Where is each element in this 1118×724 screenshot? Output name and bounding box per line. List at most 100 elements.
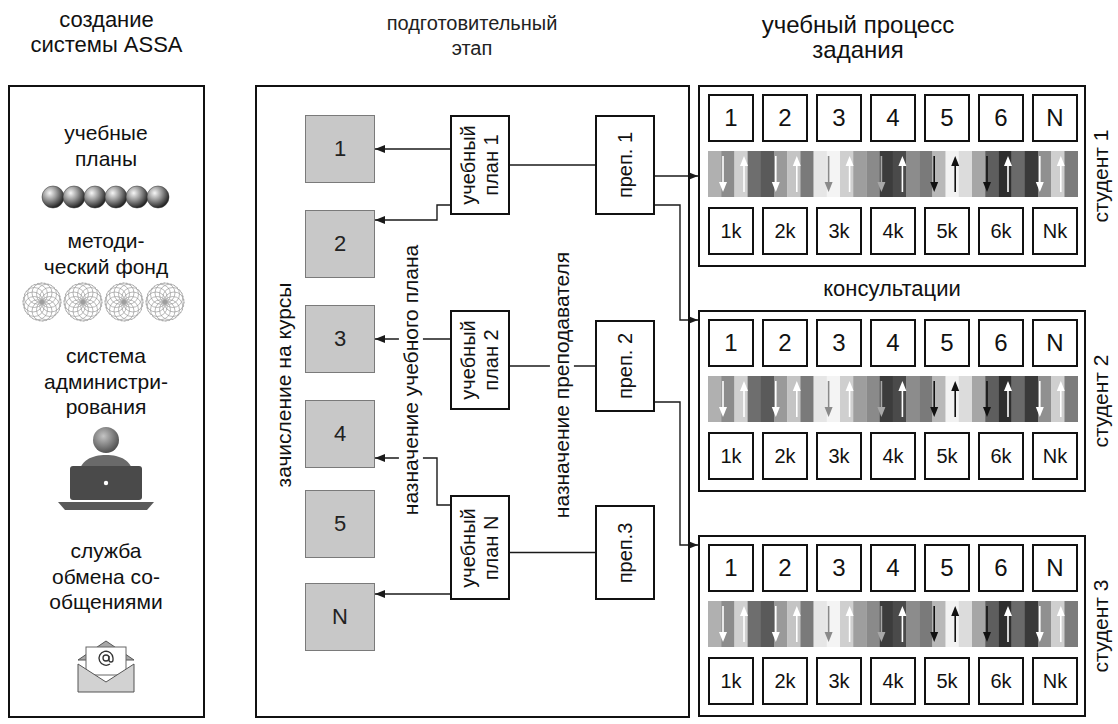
rosette: [23, 283, 61, 321]
sphere: [63, 186, 85, 208]
course-box: 5: [305, 490, 375, 558]
sphere: [84, 186, 106, 208]
task-box: 1k: [708, 207, 754, 255]
student-label: студент 1: [1089, 130, 1113, 223]
task-number: 2k: [774, 670, 795, 692]
plan-box: учебный план N: [450, 495, 510, 600]
task-number: 6k: [990, 445, 1011, 467]
task-box: 6k: [978, 432, 1024, 480]
task-number: 2k: [774, 445, 795, 467]
task-number: Nk: [1043, 445, 1067, 467]
sphere: [126, 186, 148, 208]
task-number: 4k: [882, 670, 903, 692]
task-box: 2: [762, 94, 808, 142]
task-box: 4k: [870, 207, 916, 255]
laptop-screen: [70, 466, 142, 500]
task-box: 6k: [978, 207, 1024, 255]
task-number: 5k: [936, 670, 957, 692]
teacher-box: преп. 1: [595, 115, 655, 215]
task-number: 1: [724, 555, 737, 581]
task-number: 3k: [828, 220, 849, 242]
task-number: 4: [886, 330, 899, 356]
task-number: 1k: [720, 220, 741, 242]
task-box: 3k: [816, 657, 862, 705]
task-box: N: [1032, 319, 1078, 367]
progress-band: [708, 601, 1078, 647]
task-box: N: [1032, 544, 1078, 592]
task-box: 3: [816, 94, 862, 142]
plan-box: учебный план 2: [450, 310, 510, 410]
task-box: 4: [870, 94, 916, 142]
task-box: 2k: [762, 657, 808, 705]
student-panel: студент 1123456N1k2k3k4k5k6kNk: [698, 85, 1086, 267]
task-number: N: [1046, 555, 1063, 581]
task-number: 6k: [990, 670, 1011, 692]
task-box: 3k: [816, 207, 862, 255]
task-number: Nk: [1043, 670, 1067, 692]
task-number: 5: [940, 105, 953, 131]
task-number: 3k: [828, 670, 849, 692]
system-panel: создание системы ASSAучебные планыметоди…: [8, 85, 205, 718]
sphere: [147, 186, 169, 208]
task-number: 6: [994, 555, 1007, 581]
progress-band: [708, 376, 1078, 422]
task-box: 6k: [978, 657, 1024, 705]
component-label: служба обмена со- общениями: [36, 538, 176, 615]
task-number: 6: [994, 330, 1007, 356]
laptop-dot: [104, 481, 108, 485]
task-number: 5: [940, 330, 953, 356]
section-heading: учебный процесс задания: [738, 12, 978, 62]
progress-band: [708, 151, 1078, 197]
rosette: [105, 283, 143, 321]
task-box: 3: [816, 319, 862, 367]
task-box: 3: [816, 544, 862, 592]
task-box: 1: [708, 94, 754, 142]
task-box: N: [1032, 94, 1078, 142]
panel-heading: подготовительный этап: [372, 11, 572, 61]
task-number: 4: [886, 105, 899, 131]
connector-arrow: [655, 175, 698, 176]
task-number: 4: [886, 555, 899, 581]
course-box: 2: [305, 210, 375, 278]
panel-heading: создание системы ASSA: [24, 7, 189, 58]
task-box: Nk: [1032, 207, 1078, 255]
envelope-icon: [78, 641, 134, 692]
task-number: 2k: [774, 220, 795, 242]
student-label: студент 3: [1089, 580, 1113, 673]
step-label: назначение учебного плана: [399, 241, 423, 519]
rosette: [64, 283, 102, 321]
task-number: 6: [994, 105, 1007, 131]
course-number: 3: [334, 327, 346, 351]
connector-group: [375, 149, 698, 594]
section-label: консультации: [698, 276, 1086, 302]
task-box: 6: [978, 94, 1024, 142]
task-number: 3k: [828, 445, 849, 467]
box-label: учебный план N: [457, 503, 503, 592]
task-box: 2: [762, 319, 808, 367]
box-label: преп. 2: [614, 333, 637, 399]
rosette: [146, 283, 184, 321]
task-box: 5k: [924, 207, 970, 255]
task-number: 4k: [882, 445, 903, 467]
task-number: 6k: [990, 220, 1011, 242]
task-box: 4: [870, 544, 916, 592]
connector-arrow: [375, 593, 450, 594]
course-number: 2: [334, 232, 346, 256]
sphere-row: [42, 186, 169, 208]
plan-box: учебный план 1: [450, 115, 510, 215]
preparation-panel: подготовительный этапзачисление на курсы…: [255, 85, 690, 718]
connector-arrow: [510, 552, 595, 553]
component-label: система администри- рования: [36, 343, 176, 420]
task-box: 5k: [924, 432, 970, 480]
rosette-row: [23, 283, 184, 321]
task-box: 1: [708, 544, 754, 592]
task-number: 1k: [720, 445, 741, 467]
task-number: 2: [778, 105, 791, 131]
course-number: N: [332, 605, 348, 629]
task-box: 2k: [762, 432, 808, 480]
task-number: 5k: [936, 445, 957, 467]
task-box: Nk: [1032, 432, 1078, 480]
course-number: 5: [334, 512, 346, 536]
task-box: 1: [708, 319, 754, 367]
student-panel: студент 2123456N1k2k3k4k5k6kNk: [698, 310, 1086, 492]
